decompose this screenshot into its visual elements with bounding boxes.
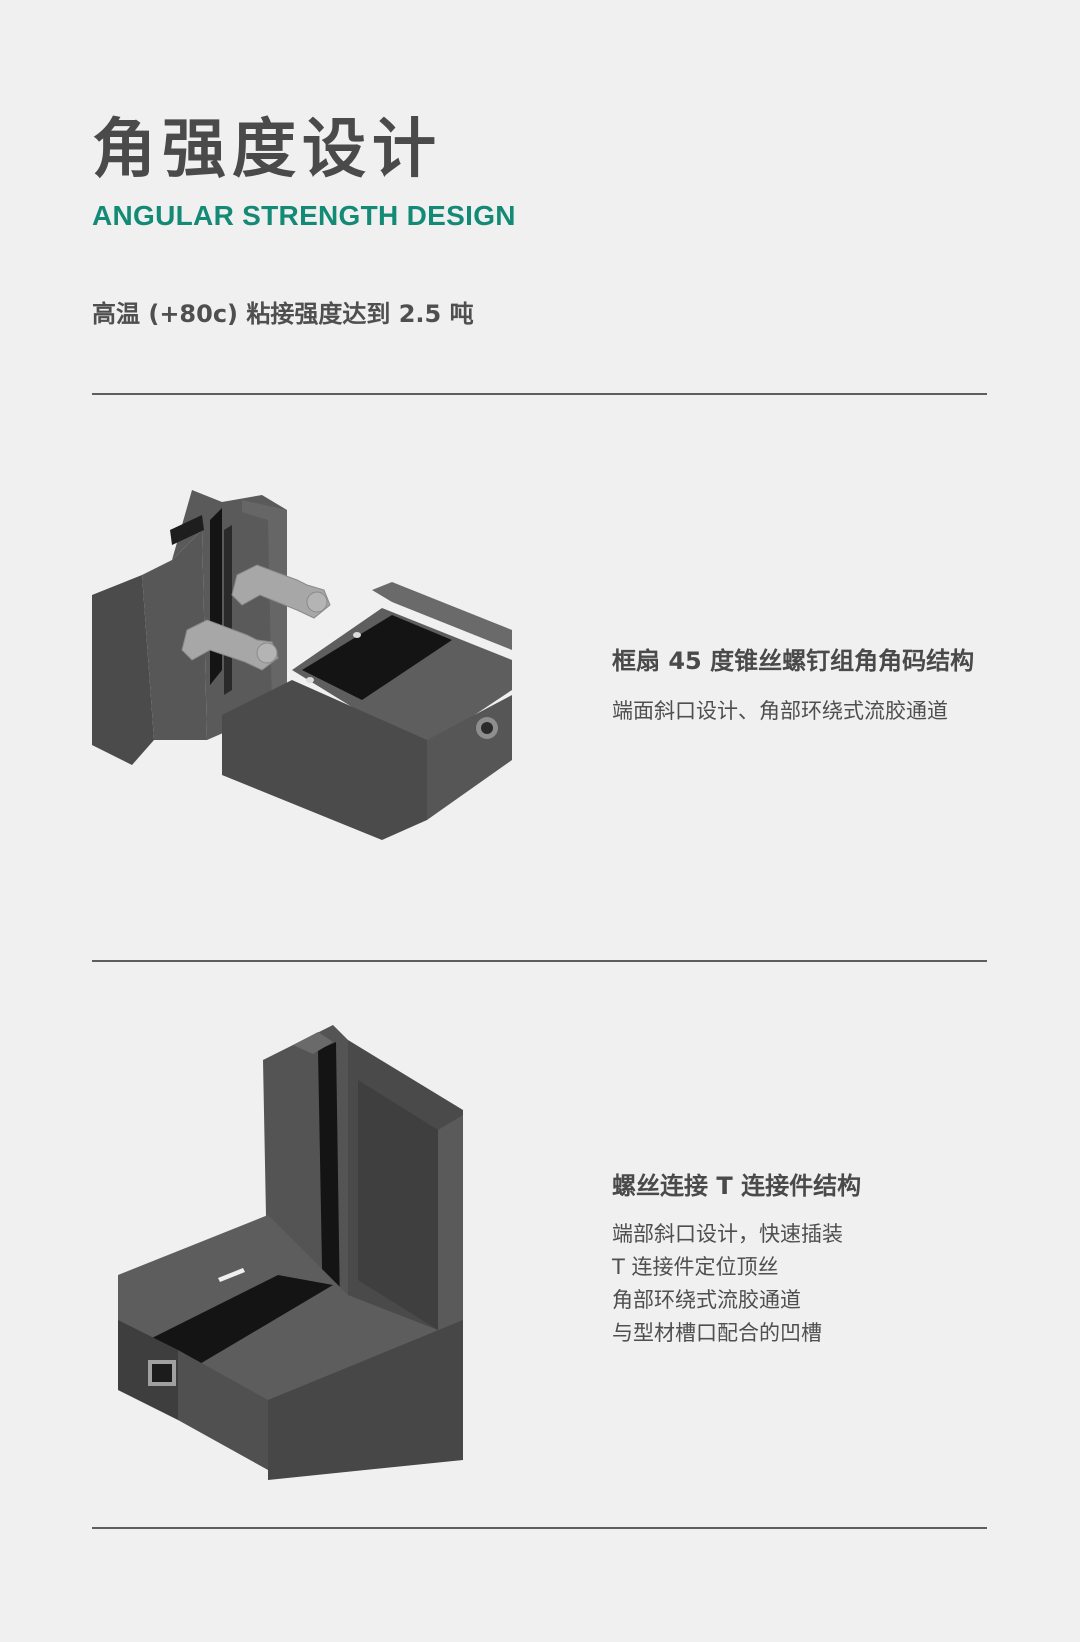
horizontal-profile-rail — [372, 582, 512, 650]
feature-1-description: 端面斜口设计、角部环绕式流胶通道 — [612, 695, 948, 728]
horizontal-profile-channel — [302, 615, 452, 700]
vertical-profile-front — [92, 575, 154, 765]
page-title-en: ANGULAR STRENGTH DESIGN — [92, 200, 516, 231]
feature-1-title: 框扇 45 度锥丝螺钉组角角码结构 — [612, 647, 975, 675]
vertical-profile-side — [142, 530, 207, 740]
divider-top — [92, 393, 987, 395]
horizontal-leg-channel — [148, 1275, 333, 1365]
vertical-leg-channel — [318, 1042, 340, 1320]
vertical-profile-channel — [210, 508, 222, 685]
feature-2-description: 端部斜口设计，快速插装 T 连接件定位顶丝 角部环绕式流胶通道 与型材槽口配合的… — [612, 1218, 843, 1350]
vertical-leg-inner — [358, 1080, 438, 1330]
horizontal-leg-face — [268, 1320, 463, 1480]
vertical-profile-slot — [224, 525, 232, 695]
page-title-cn: 角强度设计 — [92, 113, 442, 187]
divider-bottom — [92, 1527, 987, 1529]
page-subtitle: 高温 (+80c) 粘接强度达到 2.5 吨 — [92, 300, 474, 328]
corner-joint-illustration — [92, 490, 512, 840]
divider-middle — [92, 960, 987, 962]
feature-2-line-2: T 连接件定位顶丝 — [612, 1255, 779, 1279]
feature-2-title: 螺丝连接 T 连接件结构 — [612, 1172, 862, 1200]
feature-1-line-1: 端面斜口设计、角部环绕式流胶通道 — [612, 699, 948, 723]
feature-2-line-4: 与型材槽口配合的凹槽 — [612, 1321, 822, 1345]
vertical-profile-channel-2 — [170, 515, 204, 545]
feature-2-line-1: 端部斜口设计，快速插装 — [612, 1222, 843, 1246]
feature-2-line-3: 角部环绕式流胶通道 — [612, 1288, 801, 1312]
t-connector-corner-illustration — [118, 1025, 463, 1480]
horizontal-profile-front — [222, 680, 427, 840]
vertical-leg-top-detail — [293, 1032, 333, 1054]
screw-hole-2 — [306, 677, 314, 683]
corner-key-upper — [231, 564, 331, 619]
screw-hole-1 — [353, 632, 361, 638]
horizontal-leg-front — [178, 1350, 268, 1470]
corner-key-lower — [181, 619, 279, 671]
screw-slot — [218, 1268, 245, 1282]
